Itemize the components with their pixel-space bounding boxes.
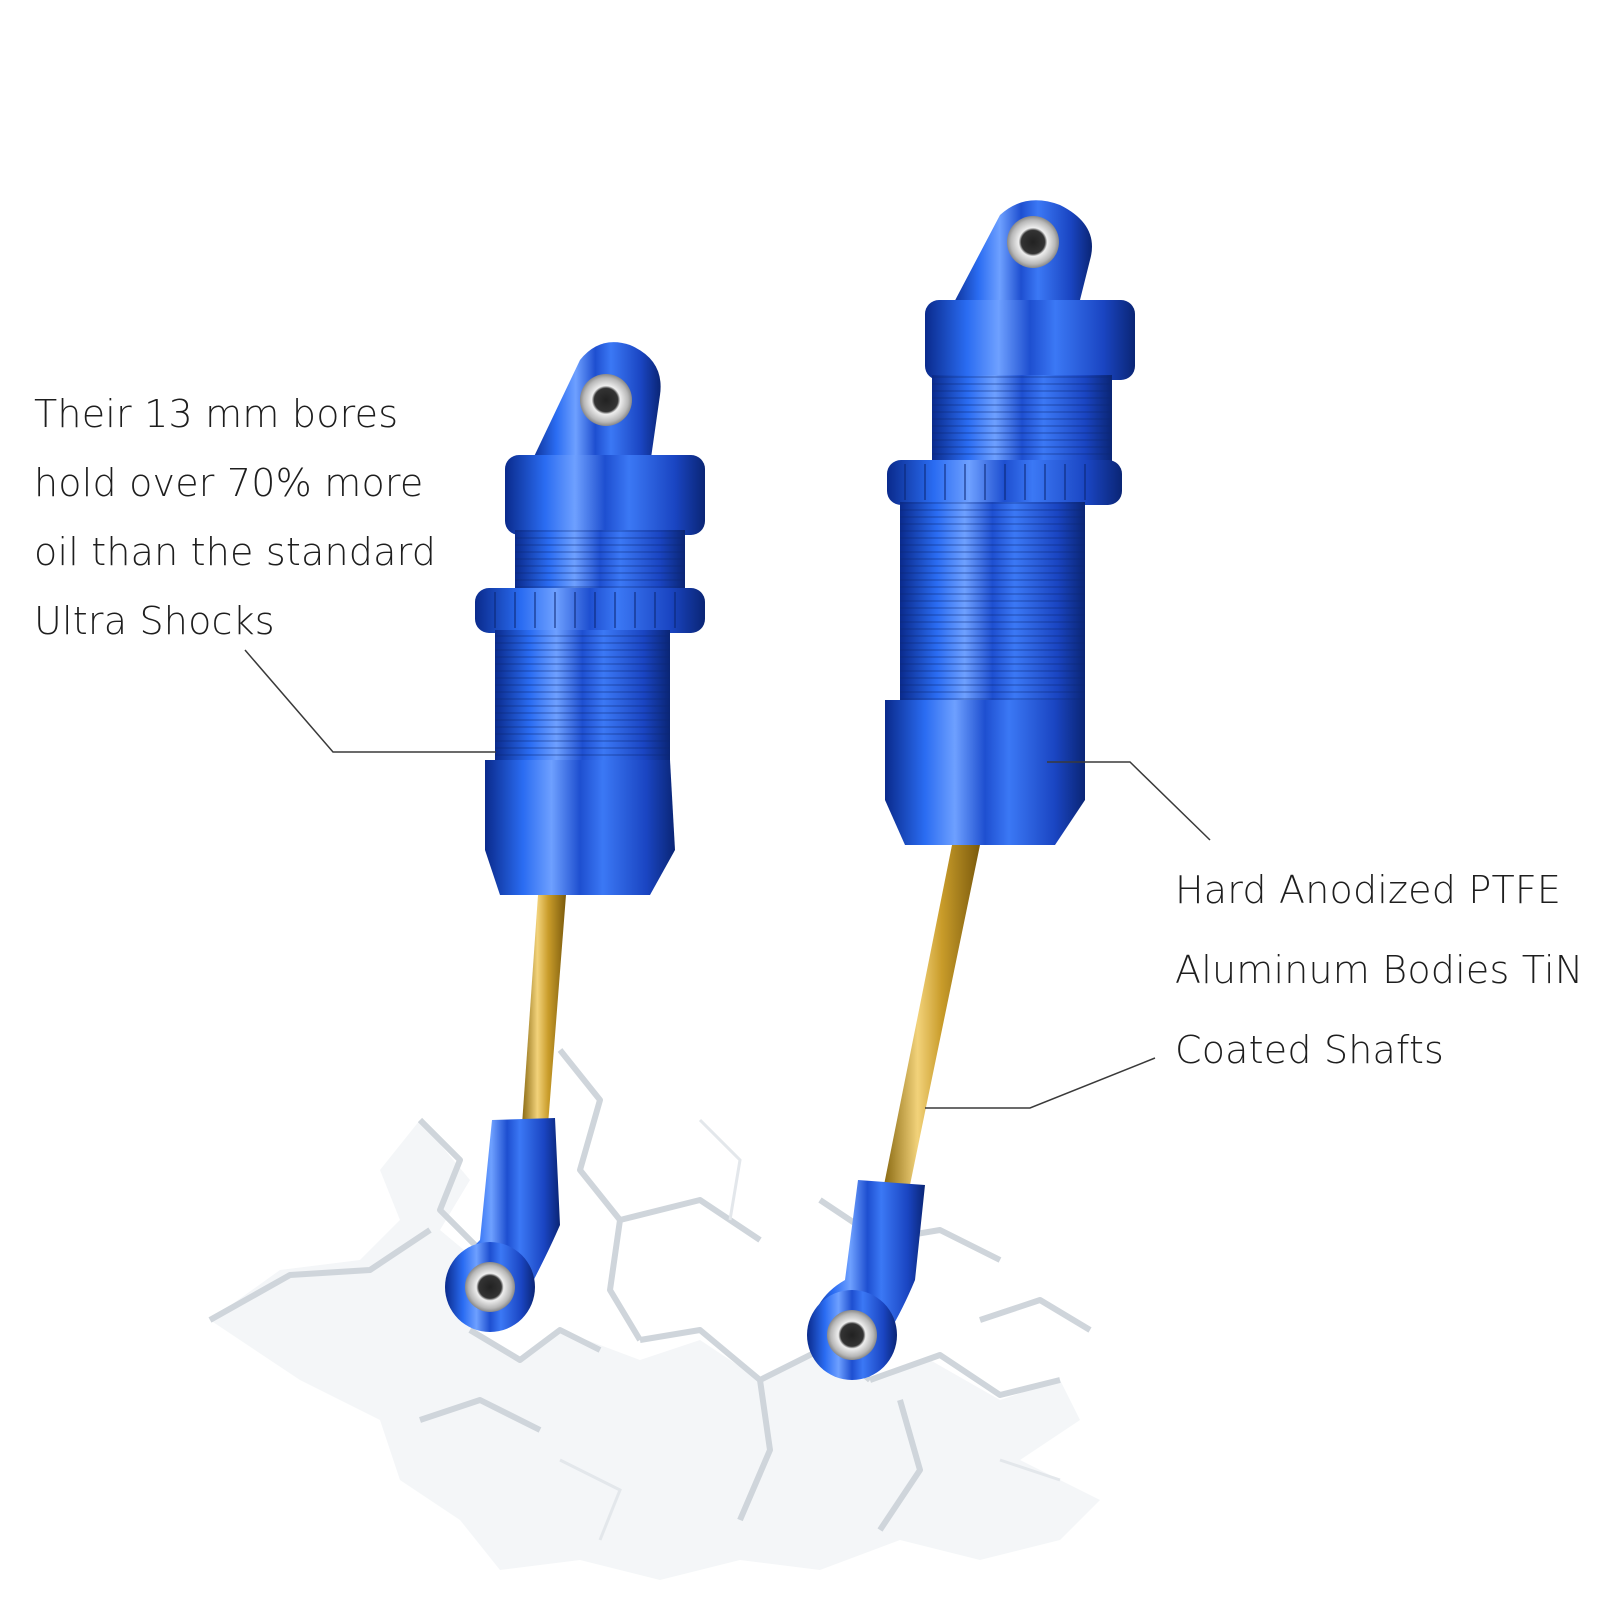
- callout-left-line-1: Their 13 mm bores: [34, 392, 399, 436]
- cracked-ground: [208, 1048, 1100, 1580]
- leader-line-right-top: [1047, 761, 1211, 841]
- left-shock-shaft: [522, 895, 566, 1125]
- callout-left-line-4: Ultra Shocks: [34, 599, 275, 643]
- right-shock-bottom-bushing: [827, 1310, 877, 1360]
- right-shock-shaft: [884, 845, 980, 1185]
- left-shock-bottom-bushing: [465, 1262, 515, 1312]
- leader-lines: [244, 649, 1211, 1109]
- callout-materials: Hard Anodized PTFE Aluminum Bodies TiN C…: [1175, 850, 1583, 1090]
- callout-right-line-2: Aluminum Bodies TiN: [1175, 948, 1584, 992]
- leader-line-right-bottom: [925, 1057, 1156, 1109]
- left-shock-top-bushing: [580, 374, 632, 426]
- callout-left-line-2: hold over 70% more: [34, 461, 424, 505]
- left-shock: [445, 342, 705, 1332]
- right-shock-cap: [925, 300, 1135, 380]
- left-shock-collar: [475, 588, 705, 633]
- left-shock-cap: [505, 455, 705, 535]
- callout-right-line-1: Hard Anodized PTFE: [1175, 868, 1562, 912]
- leader-line-left: [244, 649, 496, 753]
- callout-right-line-3: Coated Shafts: [1175, 1028, 1445, 1072]
- callout-oil-capacity: Their 13 mm bores hold over 70% more oil…: [34, 380, 436, 656]
- right-shock: [807, 200, 1135, 1380]
- callout-left-line-3: oil than the standard: [34, 530, 437, 574]
- right-shock-top-bushing: [1007, 216, 1059, 268]
